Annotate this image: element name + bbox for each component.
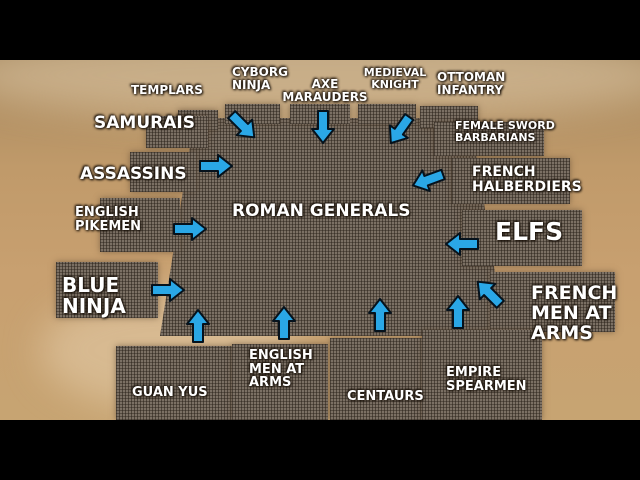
label-samurais: SAMURAIS bbox=[94, 113, 195, 133]
female-sword-barbarians-formation bbox=[434, 122, 544, 156]
arrow-up-icon bbox=[272, 305, 296, 341]
label-french-men-at-arms: FRENCH MEN AT ARMS bbox=[531, 282, 618, 344]
arrow-left-icon bbox=[444, 232, 480, 256]
arrow-up-icon bbox=[446, 294, 470, 330]
letterbox-bottom bbox=[0, 420, 640, 480]
centaurs-formation bbox=[330, 338, 426, 420]
arrow-right-icon bbox=[150, 278, 186, 302]
label-templars: TEMPLARS bbox=[131, 83, 203, 97]
french-men-at-arms-formation bbox=[490, 272, 615, 332]
label-assassins: ASSASSINS bbox=[80, 164, 187, 184]
arrow-right-icon bbox=[222, 105, 264, 147]
battlefield-scene: ROMAN GENERALS TEMPLARS CYBORG NINJA AXE… bbox=[0, 60, 640, 420]
label-guan-yus: GUAN YUS bbox=[132, 385, 208, 400]
english-men-at-arms-formation bbox=[232, 344, 328, 420]
arrow-down-left-icon bbox=[380, 108, 420, 151]
label-english-men-at-arms: ENGLISH MEN AT ARMS bbox=[249, 348, 313, 391]
label-centaurs: CENTAURS bbox=[347, 389, 424, 404]
french-halberdiers-formation bbox=[452, 158, 570, 204]
center-label: ROMAN GENERALS bbox=[232, 201, 411, 221]
english-pikemen-formation bbox=[100, 198, 180, 252]
arrow-right-icon bbox=[198, 154, 234, 178]
blue-ninja-formation bbox=[56, 262, 158, 318]
arrow-right-icon bbox=[172, 217, 208, 241]
label-blue-ninja: BLUE NINJA bbox=[62, 273, 126, 318]
elfs-formation bbox=[462, 210, 582, 266]
arrow-up-icon bbox=[368, 297, 392, 333]
arrow-up-icon bbox=[186, 308, 210, 344]
empire-spearmen-formation bbox=[422, 330, 542, 420]
label-elfs: ELFS bbox=[495, 217, 564, 246]
label-axe-marauders: AXE MARAUDERS bbox=[282, 77, 368, 104]
guan-yus-formation bbox=[116, 346, 234, 420]
assassins-formation bbox=[130, 152, 196, 192]
label-female-sword-barbarians: FEMALE SWORD BARBARIANS bbox=[455, 119, 555, 144]
label-english-pikemen: ENGLISH PIKEMEN bbox=[75, 205, 142, 234]
label-medieval-knight: MEDIEVAL KNIGHT bbox=[363, 66, 427, 91]
arrow-up-left-icon bbox=[468, 272, 510, 314]
samurais-formation bbox=[146, 116, 208, 148]
letterbox-top bbox=[0, 0, 640, 60]
label-cyborg-ninja: CYBORG NINJA bbox=[232, 65, 288, 92]
label-empire-spearmen: EMPIRE SPEARMEN bbox=[446, 365, 527, 394]
arrow-down-icon bbox=[311, 109, 335, 145]
label-ottoman-infantry: OTTOMAN INFANTRY bbox=[437, 70, 506, 97]
label-french-halberdiers: FRENCH HALBERDIERS bbox=[472, 164, 582, 195]
arrow-left-icon bbox=[407, 163, 449, 198]
